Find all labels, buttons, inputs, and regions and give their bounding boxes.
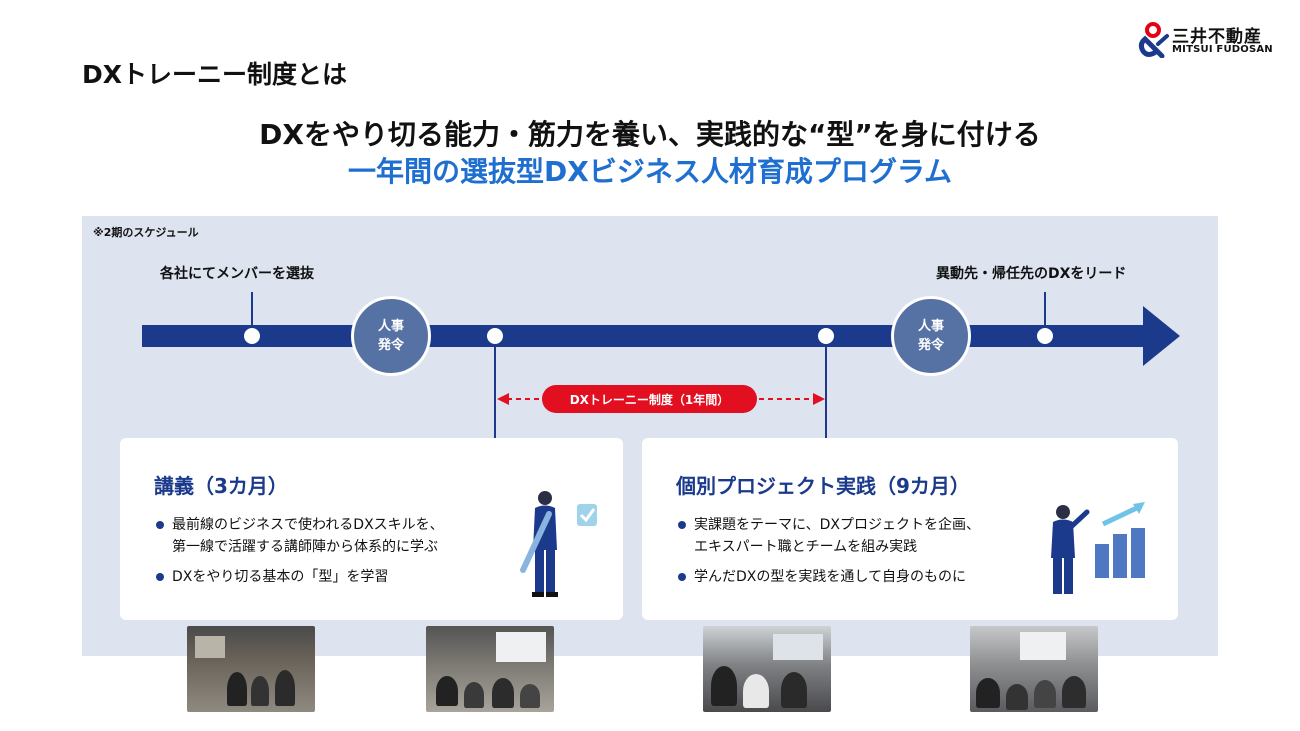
bullet-list: 最前線のビジネスで使われるDXスキルを、 第一線で活躍する講師陣から体系的に学ぶ… — [154, 514, 444, 596]
bullet-line: DXをやり切る基本の「型」を学習 — [172, 569, 389, 585]
hr-circle-line1: 人事 — [917, 319, 944, 334]
lecture-photo-2 — [426, 626, 554, 712]
bullet-line: エキスパート職とチームを組み実践 — [694, 539, 918, 555]
bullet-line: 第一線で活躍する講師陣から体系的に学ぶ — [172, 539, 438, 555]
schedule-note: ※2期のスケジュール — [93, 226, 199, 239]
period-label-pill: DXトレーニー制度（1年間） — [542, 385, 757, 413]
milestone-start-label: 各社にてメンバーを選抜 — [160, 266, 314, 282]
headline-line1: DXをやり切る能力・筋力を養い、実践的な“型”を身に付ける — [259, 118, 1041, 151]
hr-appointment-circle-1: 人事 発令 — [351, 296, 431, 376]
logo-name-en: MITSUI FUDOSAN — [1172, 44, 1273, 55]
hr-circle-line2: 発令 — [377, 338, 404, 353]
bullet-line: 最前線のビジネスで使われるDXスキルを、 — [172, 517, 444, 533]
project-practice-card: 個別プロジェクト実践（9カ月） 実課題をテーマに、DXプロジェクトを企画、 エキ… — [642, 438, 1178, 620]
project-photo-1 — [703, 626, 831, 712]
hr-circle-line1: 人事 — [377, 319, 404, 334]
bullet-line: 学んだDXの型を実践を通して自身のものに — [694, 569, 966, 585]
card-title: 個別プロジェクト実践（9カ月） — [676, 474, 970, 498]
card-title: 講義（3カ月） — [154, 474, 288, 498]
project-photo-2 — [970, 626, 1098, 712]
headline-line2: 一年間の選抜型DXビジネス人材育成プログラム — [348, 155, 952, 188]
ampersand-logo-icon — [1138, 22, 1169, 58]
bullet-list: 実課題をテーマに、DXプロジェクトを企画、 エキスパート職とチームを組み実践 学… — [676, 514, 980, 596]
list-item: 最前線のビジネスで使われるDXスキルを、 第一線で活躍する講師陣から体系的に学ぶ — [154, 514, 444, 558]
person-with-pencil-icon — [520, 491, 597, 597]
list-item: 実課題をテーマに、DXプロジェクトを企画、 エキスパート職とチームを組み実践 — [676, 514, 980, 558]
person-with-growth-chart-icon — [1051, 502, 1145, 594]
lecture-photo-1 — [187, 626, 315, 712]
company-logo: 三井不動産 MITSUI FUDOSAN — [1138, 22, 1278, 62]
logo-name-jp: 三井不動産 — [1172, 27, 1262, 47]
page-title: DXトレーニー制度とは — [82, 60, 348, 89]
bullet-line: 実課題をテーマに、DXプロジェクトを企画、 — [694, 517, 980, 533]
list-item: 学んだDXの型を実践を通して自身のものに — [676, 566, 980, 588]
hr-circle-line2: 発令 — [917, 338, 944, 353]
milestone-end-label: 異動先・帰任先のDXをリード — [936, 266, 1127, 282]
list-item: DXをやり切る基本の「型」を学習 — [154, 566, 444, 588]
hr-appointment-circle-2: 人事 発令 — [891, 296, 971, 376]
